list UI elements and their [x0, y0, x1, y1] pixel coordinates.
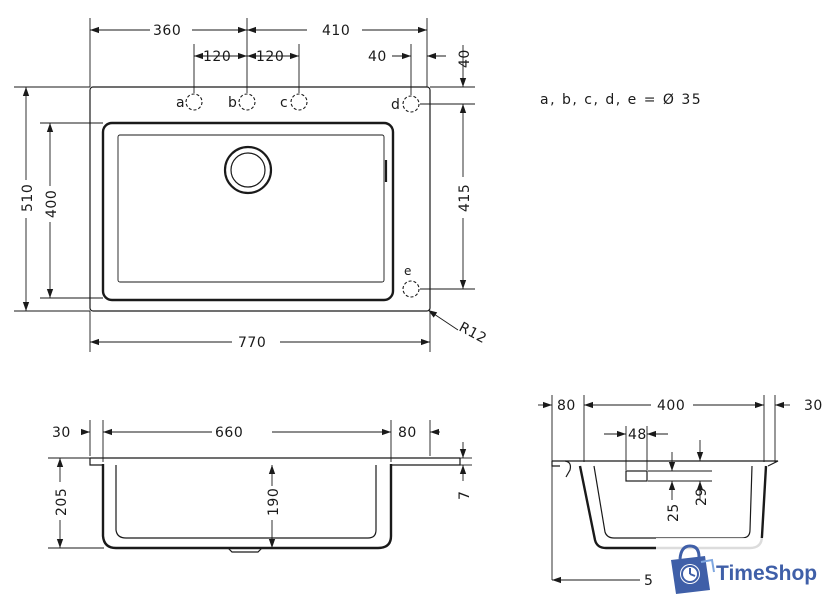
dim-120-ab: 120	[203, 49, 231, 65]
dim-120-bc: 120	[256, 49, 284, 65]
dim-410: 410	[322, 23, 350, 39]
dim-r12: R12	[456, 319, 489, 347]
bowl-inner-outline	[117, 134, 385, 283]
dim-30-front: 30	[52, 425, 71, 441]
hole-diameter-note: a, b, c, d, e = Ø 35	[540, 92, 702, 108]
tap-hole-c	[290, 93, 308, 111]
dim-7: 7	[457, 491, 473, 500]
dim-190: 190	[266, 488, 282, 516]
dim-400: 400	[44, 190, 60, 218]
hole-label-e: e	[404, 264, 411, 278]
dim-205: 205	[54, 488, 70, 516]
dim-770: 770	[238, 335, 266, 351]
tap-hole-e	[402, 280, 420, 298]
shopping-bag-clock-icon	[671, 544, 715, 594]
hole-label-a: a	[176, 95, 185, 111]
drain-icon	[223, 145, 273, 195]
dim-400-side: 400	[657, 398, 685, 414]
tap-hole-a	[185, 93, 203, 111]
dim-bottom-partial: 5	[644, 573, 653, 589]
timeshop-logo-text: TimeShop	[716, 562, 817, 585]
dim-415: 415	[457, 184, 473, 212]
overflow-slot	[625, 470, 648, 482]
tap-hole-b	[238, 93, 256, 111]
dim-660: 660	[215, 425, 243, 441]
top-view: a b c d e 360 410 120 120 40 40	[14, 18, 702, 352]
dim-48: 48	[628, 427, 647, 443]
hole-label-b: b	[228, 95, 237, 111]
dim-30-side: 30	[804, 398, 823, 414]
hole-label-d: d	[391, 97, 400, 113]
tap-hole-d	[402, 95, 420, 113]
front-section: 30 660 80 205 190 7	[48, 420, 473, 553]
dim-40-d: 40	[368, 49, 387, 65]
dim-510: 510	[20, 184, 36, 212]
dim-25: 25	[666, 503, 682, 522]
sink-outline	[89, 86, 431, 312]
hole-label-c: c	[280, 95, 288, 111]
dim-80-side: 80	[557, 398, 576, 414]
dim-80-front: 80	[398, 425, 417, 441]
dim-29: 29	[694, 487, 710, 506]
timeshop-watermark: TimeShop	[656, 538, 838, 606]
dim-40-top: 40	[457, 49, 473, 68]
dim-360: 360	[153, 23, 181, 39]
bowl-outline	[101, 121, 395, 302]
